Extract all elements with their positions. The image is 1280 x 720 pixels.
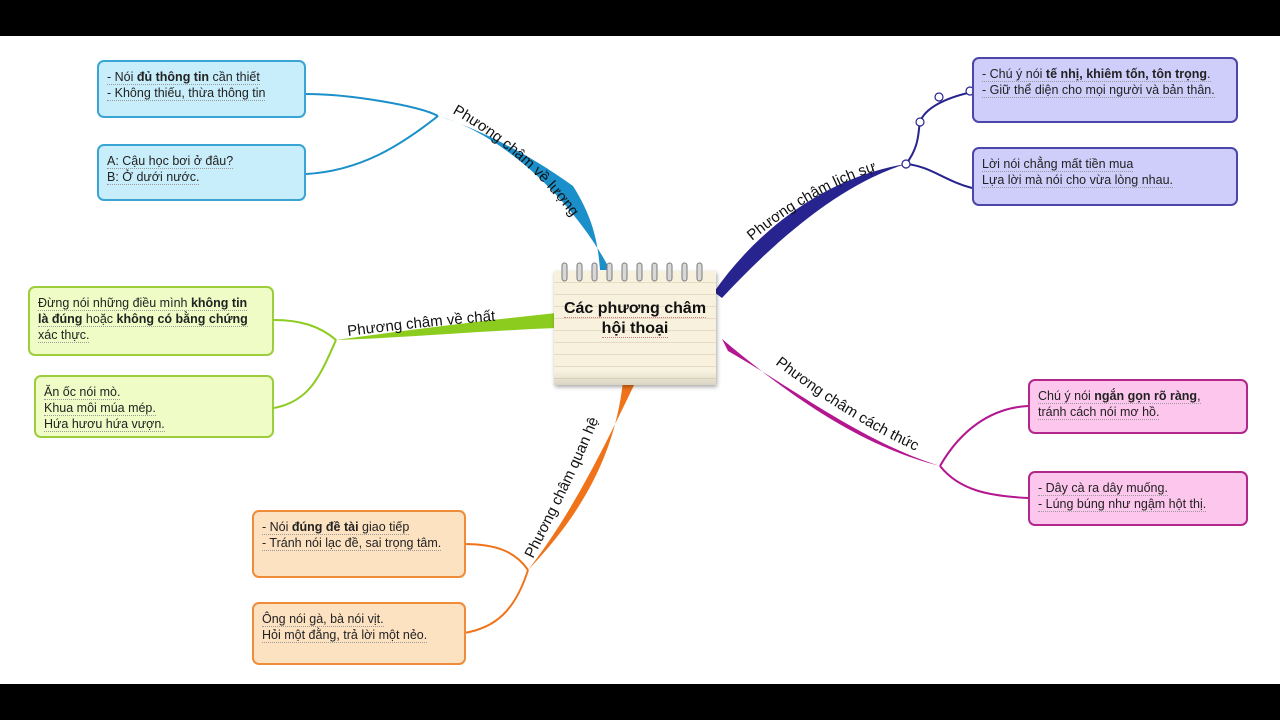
mind-map-canvas: Phương châm về lượng Phương châm lịch sự… — [0, 36, 1280, 684]
branch-label-cachthuc: Phương châm cách thức — [773, 354, 922, 455]
branch-label-luong: Phương châm về lượng — [450, 102, 582, 220]
notepad-icon — [554, 271, 716, 385]
luong-notes-box[interactable]: - Nói đủ thông tin cần thiết- Không thiế… — [97, 60, 306, 118]
note-line: - Tránh nói lạc đề, sai trọng tâm. — [262, 536, 442, 551]
note-line: Hứa hươu hứa vượn. — [44, 417, 165, 432]
note-line: tránh cách nói mơ hồ. — [1038, 405, 1160, 420]
central-topic-title: Các phương châm hội thoại — [563, 300, 707, 338]
note-line: Hỏi một đằng, trả lời một nẻo. — [262, 628, 428, 643]
chat-example-box[interactable]: Ăn ốc nói mò.Khua môi múa mép.Hứa hươu h… — [34, 375, 274, 438]
branch-luong-links — [305, 93, 610, 270]
cachthuc-notes-box[interactable]: Chú ý nói ngắn gọn rõ ràng,tránh cách nó… — [1028, 379, 1248, 434]
note-line: - Nói đủ thông tin cần thiết — [107, 70, 260, 85]
note-line: - Lúng búng như ngậm hột thị. — [1038, 497, 1207, 512]
note-line: là đúng hoặc không có bằng chứng — [38, 312, 248, 327]
branch-lichsu-links — [714, 86, 975, 298]
note-line: Khua môi múa mép. — [44, 401, 156, 416]
note-line: - Nói đúng đề tài giao tiếp — [262, 520, 410, 535]
note-line: B: Ở dưới nước. — [107, 170, 200, 185]
note-line: Chú ý nói ngắn gọn rõ ràng, — [1038, 389, 1201, 404]
note-line: Ăn ốc nói mò. — [44, 385, 121, 400]
lichsu-notes-box[interactable]: - Chú ý nói tế nhị, khiêm tốn, tôn trọng… — [972, 57, 1238, 123]
quanhe-notes-box[interactable]: - Nói đúng đề tài giao tiếp- Tránh nói l… — [252, 510, 466, 578]
note-line: - Giữ thể diện cho mọi người và bản thân… — [982, 83, 1215, 98]
branch-links: Phương châm về lượng Phương châm lịch sự… — [273, 86, 1029, 634]
note-line: - Chú ý nói tế nhị, khiêm tốn, tôn trọng… — [982, 67, 1211, 82]
central-topic[interactable]: Các phương châm hội thoại — [554, 261, 716, 385]
note-line: A: Cậu học bơi ở đâu? — [107, 154, 234, 169]
note-line: xác thực. — [38, 328, 90, 343]
quanhe-example-box[interactable]: Ông nói gà, bà nói vịt.Hỏi một đằng, trả… — [252, 602, 466, 665]
cachthuc-example-box[interactable]: - Dây cà ra dây muống.- Lúng búng như ng… — [1028, 471, 1248, 526]
luong-example-box[interactable]: A: Cậu học bơi ở đâu?B: Ở dưới nước. — [97, 144, 306, 201]
spiral-binding-icon — [561, 262, 703, 282]
note-line: Lựa lời mà nói cho vừa lòng nhau. — [982, 173, 1174, 188]
note-line: - Không thiếu, thừa thông tin — [107, 86, 266, 101]
branch-label-quanhe: Phương châm quan hệ — [521, 415, 602, 561]
branch-quanhe-links — [463, 381, 636, 634]
note-line: Đừng nói những điều mình không tin — [38, 296, 248, 311]
note-line: Lời nói chẳng mất tiền mua — [982, 157, 1134, 172]
note-line: Ông nói gà, bà nói vịt. — [262, 612, 384, 627]
note-line: - Dây cà ra dây muống. — [1038, 481, 1168, 496]
branch-cachthuc-links — [722, 339, 1029, 499]
branch-chat-links — [273, 313, 556, 409]
branch-label-lichsu: Phương châm lịch sự — [744, 158, 878, 244]
